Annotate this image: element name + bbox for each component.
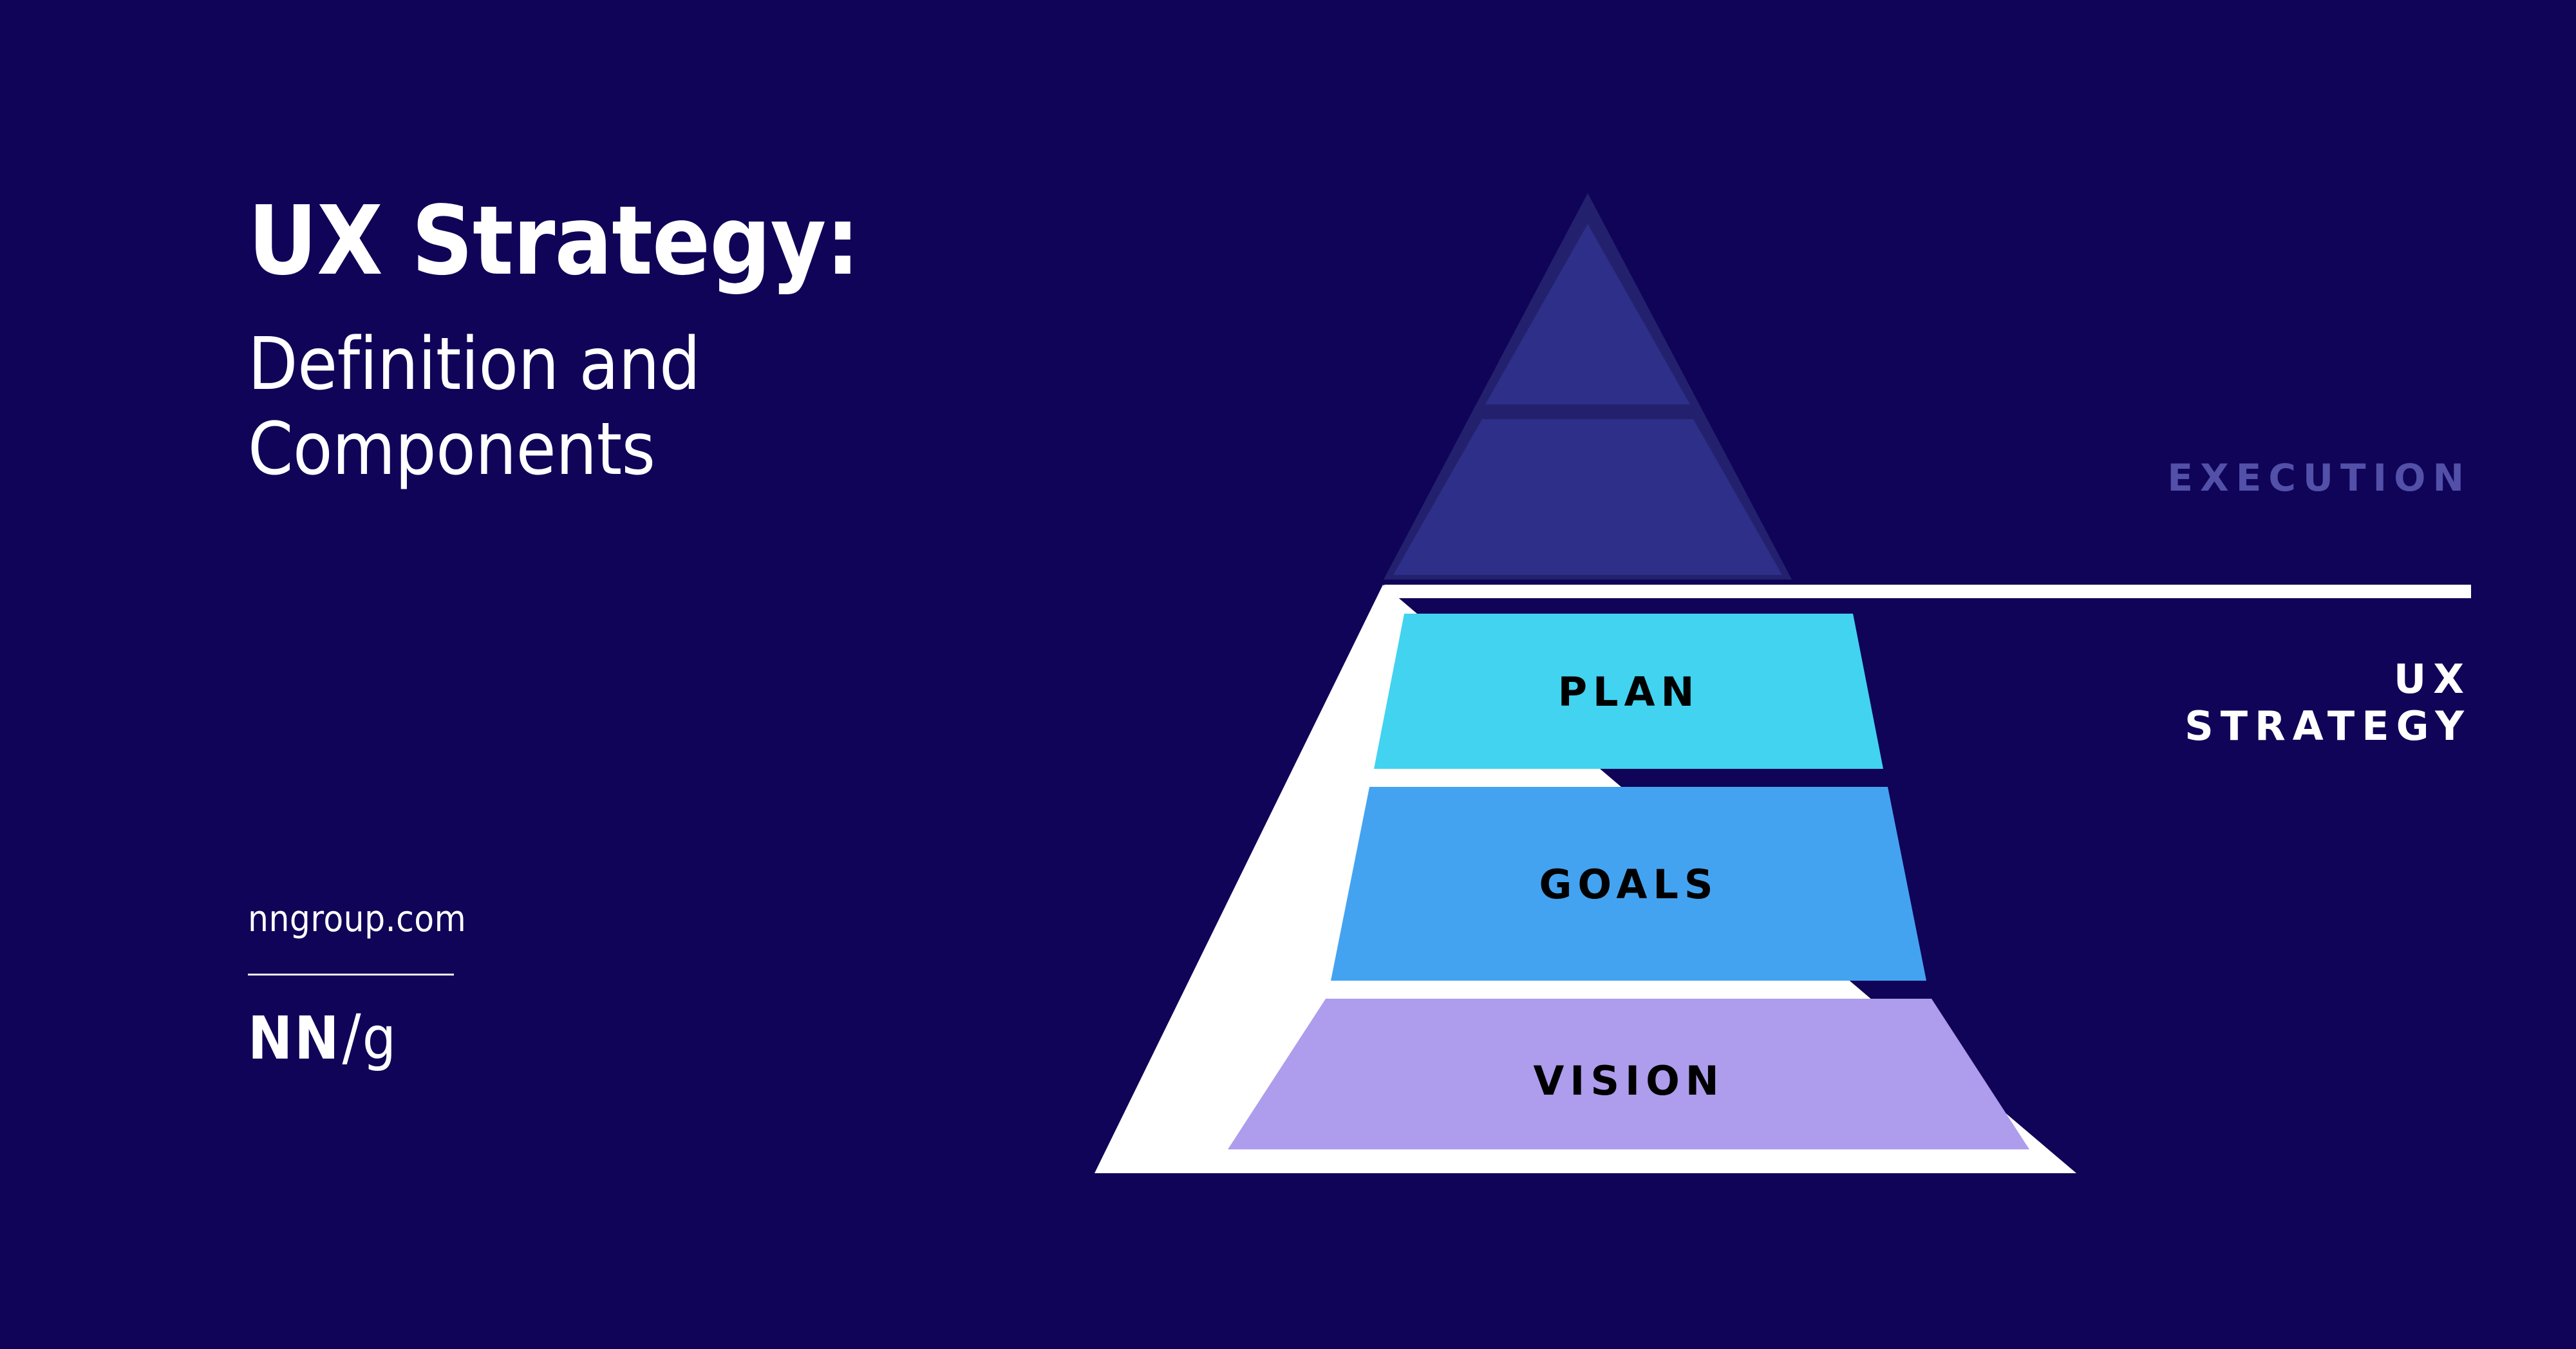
pyramid-layer-execution-inner-lower xyxy=(1393,419,1782,575)
page-title: UX Strategy: xyxy=(248,185,860,296)
page-subtitle-line-2: Components xyxy=(248,408,655,492)
pyramid-label-goals: GOALS xyxy=(1539,861,1718,908)
page-subtitle: Definition and Components xyxy=(248,322,1149,492)
nng-logo-g: g xyxy=(362,1004,397,1073)
annotation-ux-strategy: UX STRATEGY xyxy=(2185,656,2471,750)
nng-logo-slash: / xyxy=(342,1001,361,1073)
annotation-ux-strategy-line-1: UX xyxy=(2393,656,2471,703)
headline-block: UX Strategy: Definition and Components xyxy=(248,193,1149,492)
pyramid-label-plan: PLAN xyxy=(1558,668,1700,715)
branding-block: nngroup.com NN/g xyxy=(248,901,699,1068)
nng-logo: NN/g xyxy=(248,1006,699,1068)
brand-divider xyxy=(248,974,454,976)
brand-url[interactable]: nngroup.com xyxy=(248,898,467,940)
pyramid-layer-execution-inner-upper xyxy=(1485,224,1690,404)
pyramid-layer-vision xyxy=(1228,999,2029,1149)
pyramid-label-vision: VISION xyxy=(1533,1057,1724,1104)
pyramid-layer-plan xyxy=(1374,614,1883,769)
strategy-divider-line xyxy=(1384,585,2471,598)
nng-logo-nn: NN xyxy=(248,1004,341,1073)
annotation-ux-strategy-line-2: STRATEGY xyxy=(2185,703,2471,750)
pyramid-layer-goals xyxy=(1331,787,1926,981)
page-subtitle-line-1: Definition and xyxy=(248,323,700,406)
annotation-execution: EXECUTION xyxy=(2167,456,2471,500)
